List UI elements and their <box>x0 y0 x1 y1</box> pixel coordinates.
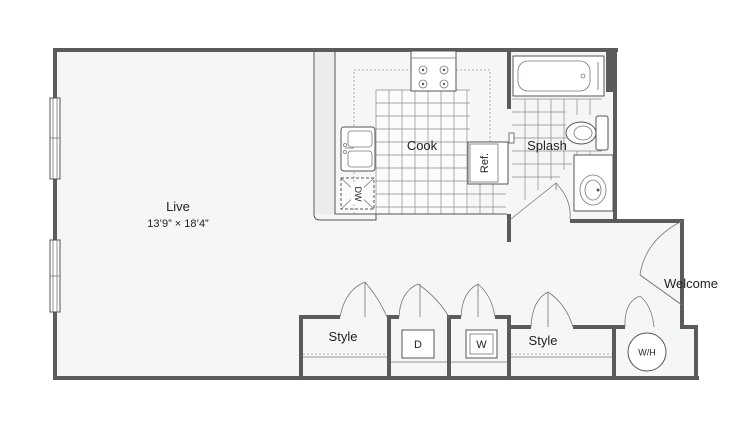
interior-walls <box>299 51 684 378</box>
refrigerator: Ref. <box>467 141 509 185</box>
dishwasher: DW <box>340 177 375 210</box>
bathroom-door-swing <box>508 132 571 220</box>
room-label-welcome: Welcome <box>664 276 718 291</box>
exterior-walls <box>53 48 699 380</box>
room-label-style-left: Style <box>329 329 358 344</box>
bathroom-vanity <box>573 154 614 212</box>
washer: W <box>451 329 507 363</box>
kitchen-tile-floor <box>340 89 506 214</box>
closet-door-swings <box>339 281 655 328</box>
bathtub <box>512 55 605 97</box>
window-upper <box>49 97 61 180</box>
dryer-label: D <box>414 339 422 351</box>
washer-label: W <box>476 339 487 351</box>
room-label-live: Live <box>166 199 190 214</box>
water-heater: W/H <box>627 332 667 372</box>
kitchen-sink <box>340 126 376 172</box>
bathroom-tile-floor <box>512 98 602 200</box>
room-label-splash: Splash <box>527 138 567 153</box>
refrigerator-label: Ref. <box>479 153 491 173</box>
toilet <box>565 115 609 151</box>
room-label-cook: Cook <box>407 138 438 153</box>
water-heater-label: W/H <box>638 347 656 357</box>
dishwasher-label: DW <box>353 187 363 202</box>
entry-door-swing <box>639 220 683 306</box>
closet-shelves <box>303 353 612 358</box>
range-stove <box>410 50 457 92</box>
window-lower <box>49 239 61 313</box>
dryer: D <box>391 329 447 363</box>
room-dimensions-live: 13’9” × 18’4” <box>147 218 209 230</box>
kitchen-counter <box>313 51 507 221</box>
room-label-style-right: Style <box>529 333 558 348</box>
